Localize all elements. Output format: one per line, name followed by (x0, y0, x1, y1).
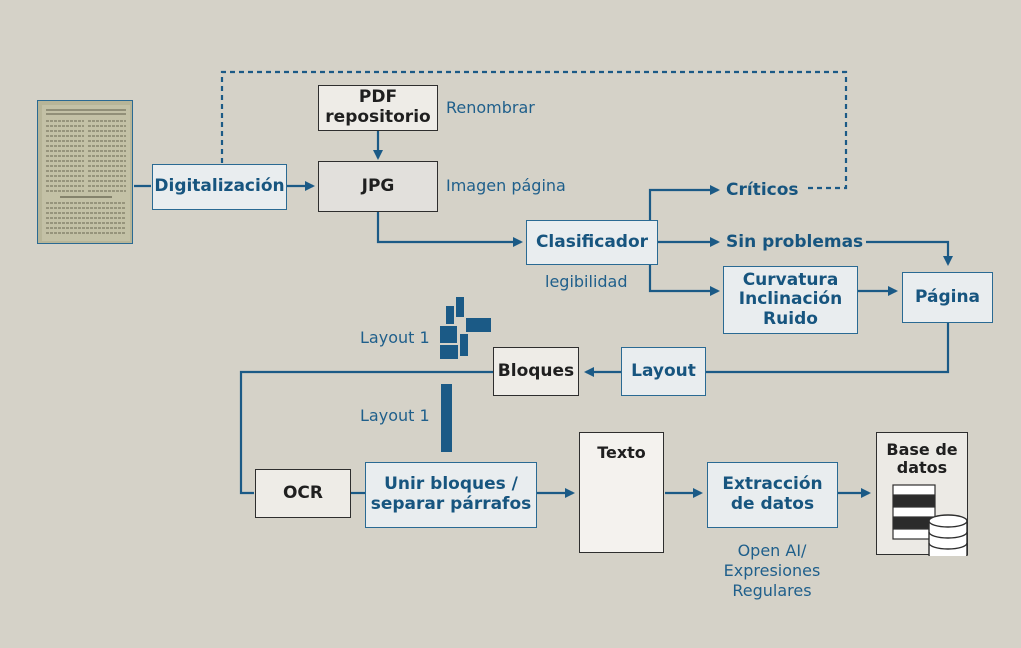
clasificador-box: Clasificador (526, 220, 658, 265)
multi-block-layout-icon (440, 297, 491, 359)
ocr-label: OCR (282, 482, 324, 503)
digitalizacion-label: Digitalización (154, 176, 285, 197)
curvatura-label: Curvatura Inclinación Ruido (738, 269, 843, 329)
extraccion-label: Extracción de datos (722, 474, 823, 514)
texto-label: Texto (597, 443, 646, 462)
arrow-clasificador-to-criticos (648, 185, 720, 220)
clasificador-label: Clasificador (535, 231, 649, 252)
pagina-box: Página (902, 272, 993, 323)
imagen-pagina-label: Imagen página (446, 176, 566, 195)
arrow-jpg-to-clasificador (376, 212, 523, 247)
ocr-box: OCR (255, 469, 351, 518)
arrow-sin-problemas-to-pagina (866, 240, 953, 266)
dashed-feedback-loop (220, 70, 848, 190)
single-column-icon (441, 384, 452, 452)
unir-bloques-box: Unir bloques / separar párrafos (365, 462, 537, 528)
curvatura-box: Curvatura Inclinación Ruido (723, 266, 858, 334)
database-icon (892, 484, 968, 556)
pdf-repositorio-label: PDF repositorio (325, 87, 431, 127)
arrow-clasificador-to-curvatura (648, 264, 720, 296)
bloques-label: Bloques (497, 360, 575, 381)
sin-problemas-label: Sin problemas (726, 232, 864, 252)
base-de-datos-label: Base de datos (886, 440, 958, 477)
bloques-box: Bloques (493, 347, 579, 396)
extraccion-box: Extracción de datos (707, 462, 838, 528)
layout1-label-b: Layout 1 (360, 406, 430, 425)
legibilidad-label: legibilidad (545, 272, 628, 291)
digitalizacion-box: Digitalización (152, 164, 287, 210)
pagina-label: Página (914, 286, 981, 307)
jpg-label: JPG (361, 175, 395, 196)
arrow-bloques-to-ocr (239, 370, 493, 495)
renombrar-label: Renombrar (446, 98, 535, 117)
texto-document: Texto (579, 432, 664, 553)
pdf-repositorio-box: PDF repositorio (318, 85, 438, 131)
layout-label: Layout (631, 360, 696, 381)
unir-bloques-label: Unir bloques / separar párrafos (370, 474, 532, 514)
jpg-box: JPG (318, 161, 438, 212)
base-de-datos-box: Base de datos (876, 432, 968, 556)
criticos-label: Críticos (726, 180, 799, 200)
scanned-document-icon (37, 100, 133, 244)
arrow-pagina-to-layout (706, 323, 950, 374)
layout-box: Layout (621, 347, 706, 396)
layout1-label-a: Layout 1 (360, 328, 430, 347)
openai-label: Open AI/ Expresiones Regulares (723, 541, 821, 600)
